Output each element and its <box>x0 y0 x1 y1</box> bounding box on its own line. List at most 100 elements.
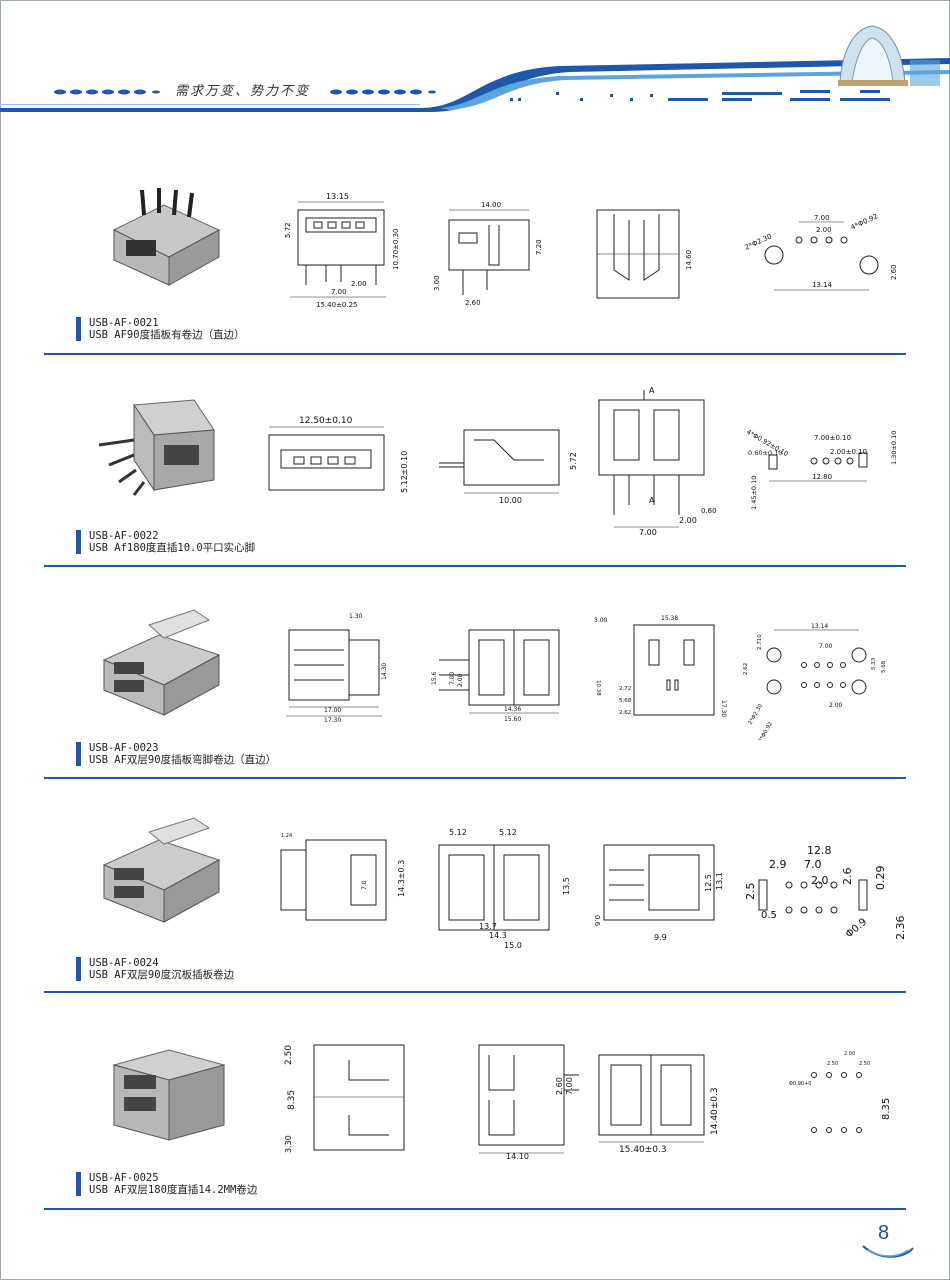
product-code: USB-AF-0023 <box>89 742 159 754</box>
product-photo <box>102 817 221 923</box>
dim-label: Φ0.9 <box>844 917 869 941</box>
dim-label: 7.00±0.10 <box>814 434 851 442</box>
drawing-side-view: 10.00 5.72 <box>439 429 578 505</box>
dim-label: 2*Φ2.30 <box>748 703 765 726</box>
product-caption: USB-AF-0022 USB Af180度直插10.0平口实心脚 <box>76 530 255 554</box>
dim-label: 2.62 <box>743 663 749 675</box>
dim-label: 7.00 <box>331 288 347 296</box>
product-code: USB-AF-0022 <box>89 530 159 542</box>
dim-label: 12.8 <box>807 844 832 857</box>
drawing-pcb-layout: 12.8 2.9 7.0 2.0 2.6 0.29 2.5 0.5 2.36 Φ… <box>744 844 907 941</box>
dim-label: 2.72 <box>619 686 631 692</box>
dim-label: 5.72 <box>284 222 292 238</box>
building-logo-icon <box>838 25 940 86</box>
drawing-top-view: 3.00 15.38 10.38 2.72 5.68 2.62 17.30 <box>594 615 727 717</box>
dim-label: 17.30 <box>720 700 727 717</box>
drawing-side-view: 15.6 7.00 2.00 14.36 15.60 <box>431 629 560 723</box>
dim-label: 2.00 <box>679 516 697 525</box>
dim-label: 0.60±0.10 <box>748 449 782 457</box>
product-description: USB AF双层90度沉板插板卷边 <box>89 969 235 981</box>
product-section-0025: 2.50 8.35 3.30 7.00 2.60 14.10 14.40±0.3… <box>44 1020 906 1210</box>
drawing-front-view: 1.24 14.3±0.3 7.0 <box>280 833 406 921</box>
drawing-top-view: 0.6 13.1 12.5 9.9 <box>593 844 724 942</box>
company-slogan: 需求万变、势力不变 <box>175 84 311 99</box>
dim-label: 7.00 <box>819 643 833 650</box>
section-divider <box>44 565 906 567</box>
drawing-pcb-layout: 7.00 2.00 4*Φ0.92 2*Φ2.30 13.14 2.60 <box>743 212 898 291</box>
dim-label: 14.60 <box>685 250 693 270</box>
dim-label: 2.50 <box>859 1061 870 1067</box>
dim-label: 8.35 <box>881 1098 892 1120</box>
dim-label: 8.35 <box>287 1090 297 1110</box>
product-description: USB AF90度插板有卷边（直边） <box>89 329 245 341</box>
drawing-side-view: 5.12 5.12 13.5 13.7 14.3 15.0 <box>438 828 571 950</box>
page-header: 需求万变、势力不变 <box>0 0 950 130</box>
dim-label: 14.00 <box>481 201 501 209</box>
page-number-swirl-icon <box>862 1245 914 1258</box>
dim-label: 0.29 <box>874 866 887 891</box>
dim-label: 1.30 <box>349 613 363 620</box>
dim-label: 2.62 <box>619 710 631 716</box>
dim-label: 0.60 <box>701 507 717 515</box>
product-caption: USB-AF-0024 USB AF双层90度沉板插板卷边 <box>76 957 234 981</box>
dim-label: 5.72 <box>569 452 578 470</box>
dim-label: 12.80 <box>812 473 832 481</box>
section-divider <box>44 353 906 355</box>
drawing-side-view: 14.00 7.20 3.00 2.60 <box>433 201 543 307</box>
product-section-0024: 1.24 14.3±0.3 7.0 5.12 5.12 13.5 13.7 14… <box>44 805 907 993</box>
dim-label: 13.14 <box>811 623 828 630</box>
drawing-pcb-layout: 2.00 2.50 2.50 Φ0.90+0 8.35 <box>789 1051 892 1133</box>
dim-label: A <box>649 386 655 395</box>
dim-label: 8*Φ0.92 <box>758 721 775 740</box>
dim-label: 2.00 <box>457 673 464 687</box>
dim-label: 15.40±0.3 <box>619 1145 667 1155</box>
dim-label: 10.38 <box>595 680 601 696</box>
dim-label: 2.50 <box>827 1061 838 1067</box>
product-caption: USB-AF-0023 USB AF双层90度插板弯脚卷边（直边） <box>76 742 276 766</box>
dim-label: 2.36 <box>894 916 907 941</box>
product-section-0021: 13.15 5.72 10.70±0.30 7.00 2.00 15.40±0.… <box>44 180 906 355</box>
dim-label: 14.3±0.3 <box>397 860 406 897</box>
product-description: USB Af180度直插10.0平口实心脚 <box>89 542 256 554</box>
dim-label: 7.00 <box>449 671 456 685</box>
dim-label: 2.00 <box>351 280 367 288</box>
dim-label: 5.12 <box>499 828 517 837</box>
dim-label: 2.60 <box>465 299 481 307</box>
drawing-top-view: 14.40±0.3 15.40±0.3 <box>598 1054 720 1155</box>
product-code: USB-AF-0021 <box>89 317 159 329</box>
dim-label: 7.00 <box>565 1077 574 1095</box>
dim-label: 17.00 <box>324 707 341 714</box>
product-caption: USB-AF-0025 USB AF双层180度直插14.2MM卷边 <box>76 1172 257 1196</box>
product-caption: USB-AF-0021 USB AF90度插板有卷边（直边） <box>76 317 245 341</box>
product-photo <box>98 399 215 496</box>
dim-label: 15.6 <box>431 671 438 685</box>
dim-label: 13.1 <box>715 872 724 890</box>
dim-label: 2.00 <box>816 226 832 234</box>
dim-label: 1.45±0.10 <box>750 476 758 510</box>
dim-label: 3.30 <box>284 1135 293 1153</box>
product-description: USB AF双层90度插板弯脚卷边（直边） <box>89 754 277 766</box>
dim-label: 1.24 <box>281 833 292 839</box>
dim-label: A <box>649 496 655 505</box>
drawing-pcb-layout: 4*Φ0.92±0.10 7.00±0.10 0.60±0.10 2.00±0.… <box>745 428 898 510</box>
product-photo <box>102 609 221 716</box>
dim-label: Φ0.90+0 <box>789 1081 811 1087</box>
section-divider <box>44 991 906 993</box>
product-section-0023: 1.30 14.30 17.00 17.30 15.6 7.00 2.00 14… <box>44 590 906 779</box>
dim-label: 13.14 <box>812 281 833 289</box>
dim-label: 0.6 <box>593 915 601 927</box>
dim-label: 10.70±0.30 <box>392 229 400 271</box>
dim-label: 14.3 <box>489 931 507 940</box>
dim-label: 2.5 <box>744 883 757 901</box>
dim-label: 14.36 <box>504 706 521 713</box>
dim-label: 2.6 <box>841 868 854 886</box>
product-section-0022: 12.50±0.10 5.12±0.10 10.00 5.72 A A 0.60… <box>44 385 906 567</box>
dim-label: 2.710 <box>757 634 763 650</box>
dim-label: 2.60 <box>555 1077 564 1095</box>
dim-label: 7.20 <box>535 239 543 255</box>
dim-label: 9.9 <box>654 933 667 942</box>
dim-label: 13.5 <box>562 877 571 895</box>
dim-label: 2.50 <box>284 1045 294 1065</box>
section-divider <box>44 777 906 779</box>
drawing-front-view: 1.30 14.30 17.00 17.30 <box>286 613 388 724</box>
